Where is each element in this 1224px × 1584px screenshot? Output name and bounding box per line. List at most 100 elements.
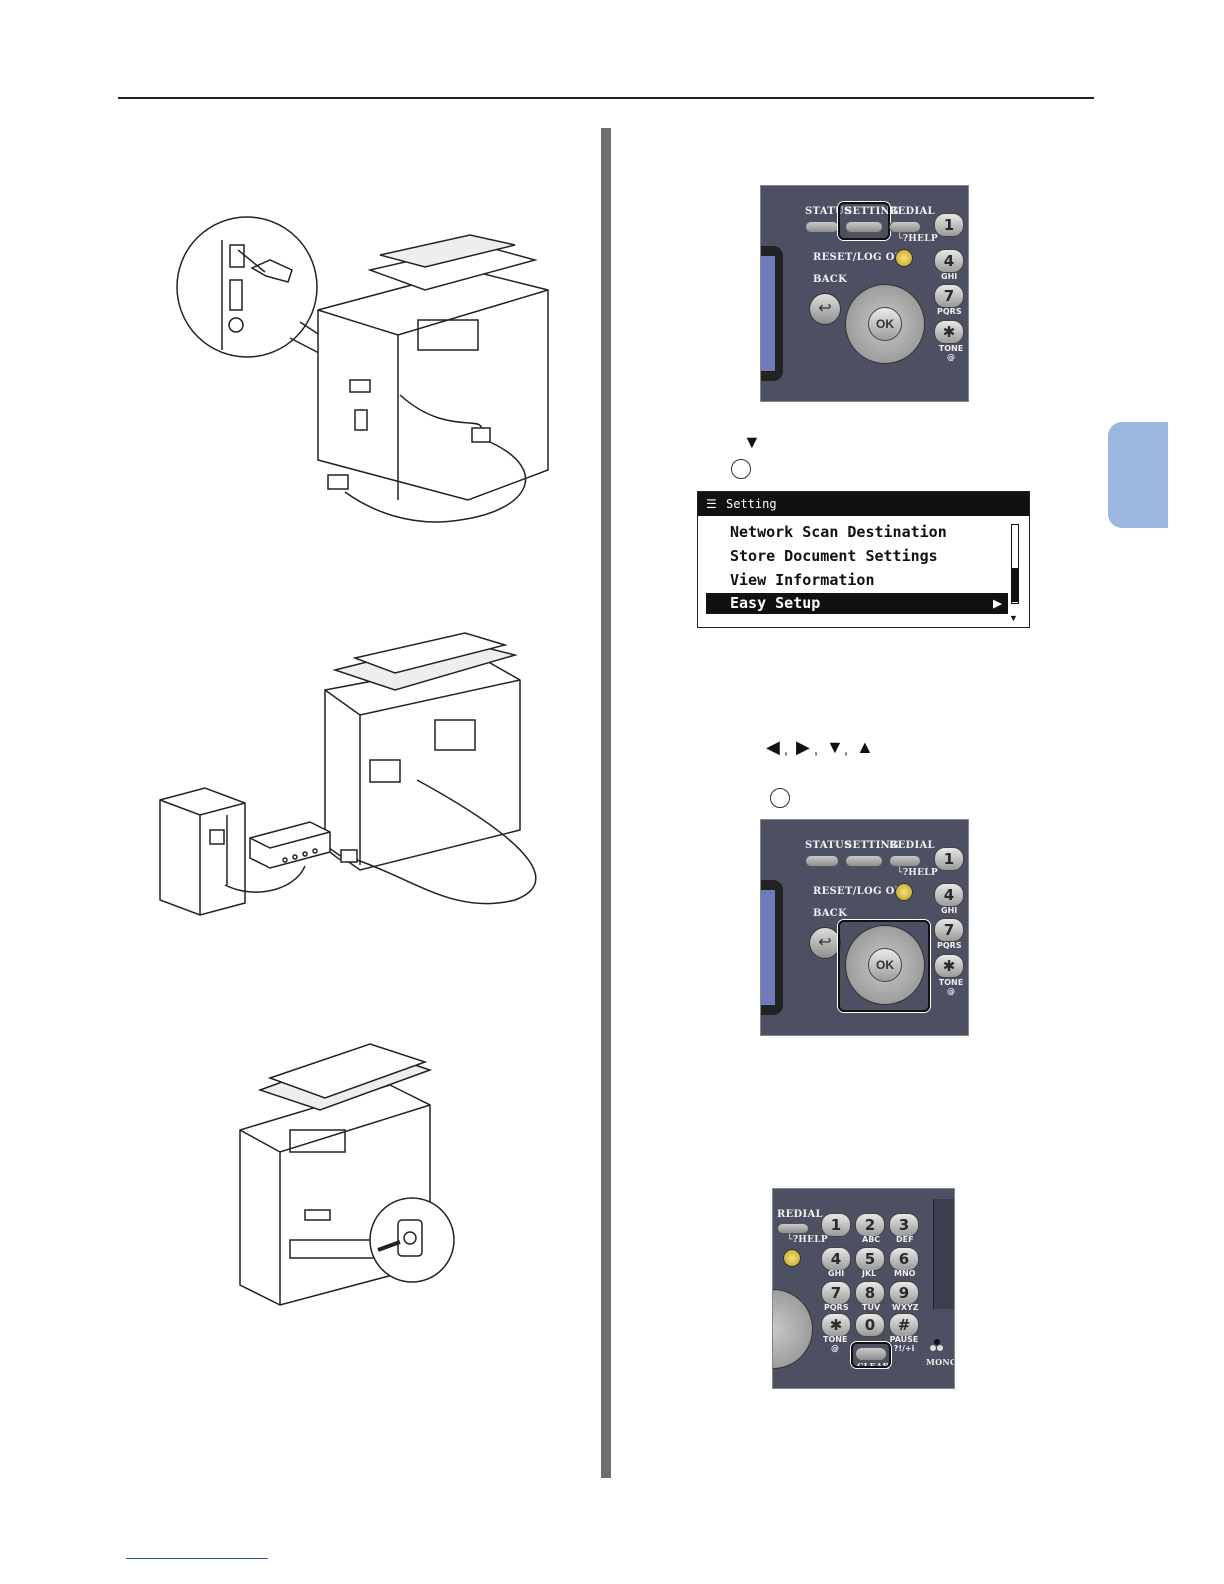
key-9[interactable]: 9 (889, 1281, 919, 1305)
key-4[interactable]: 4 (821, 1247, 851, 1271)
scroll-up-icon: ▲ (1009, 586, 1018, 596)
submenu-arrow-icon: ▶ (992, 594, 1002, 612)
back-button[interactable]: ↩ (809, 927, 841, 959)
key-7-letters: PQRS (937, 941, 962, 950)
reset-logout-button[interactable] (895, 249, 913, 267)
down-arrow-icon: ▼ (743, 432, 761, 452)
key-7[interactable]: 7 (821, 1281, 851, 1305)
key-star[interactable]: ✱ (934, 320, 964, 344)
control-panel-setting: STATUS SETTING REDIAL └?HELP RESET/LOG O… (760, 185, 969, 402)
menu-item-easy-setup[interactable]: Easy Setup ▶ (706, 593, 1008, 614)
key-4[interactable]: 4 (934, 883, 964, 907)
key-8[interactable]: 8 (855, 1281, 885, 1305)
illustration-power-switch (239, 1043, 455, 1306)
right-arrow-icon: ▶ (796, 737, 810, 757)
separator-3: , (844, 741, 848, 757)
redial-button[interactable] (777, 1223, 809, 1234)
key-4-letters: GHI (941, 272, 958, 281)
illustration-network-hub-connection (159, 632, 537, 916)
control-panel-navigation: STATUS SETTING REDIAL └?HELP RESET/LOG O… (760, 819, 969, 1036)
header-rule (118, 97, 1094, 99)
key-6[interactable]: 6 (889, 1247, 919, 1271)
key-star[interactable]: ✱ (934, 954, 964, 978)
left-arrow-icon: ◀ (766, 737, 780, 757)
status-button[interactable] (805, 855, 839, 867)
redial-label: REDIAL (889, 840, 935, 851)
key-hash-letters: PAUSE ?!/+i (889, 1335, 919, 1353)
reset-logout-button[interactable] (895, 883, 913, 901)
clear-highlight (851, 1342, 891, 1368)
key-4-letters: GHI (828, 1269, 845, 1278)
key-7[interactable]: 7 (934, 918, 964, 942)
ok-button[interactable]: OK (868, 307, 902, 341)
key-1[interactable]: 1 (821, 1213, 851, 1237)
help-label: └?HELP (897, 234, 938, 244)
key-1[interactable]: 1 (934, 847, 964, 871)
status-label: STATUS (805, 840, 852, 851)
chapter-tab[interactable] (1108, 422, 1168, 528)
column-divider (601, 128, 611, 1478)
navigation-pad-partial[interactable] (773, 1289, 813, 1369)
panel-right-edge (933, 1199, 954, 1309)
menu-item-view-information[interactable]: View Information (730, 571, 875, 589)
separator-1: , (784, 741, 788, 757)
key-8-letters: TUV (862, 1303, 881, 1312)
footer-link-underline[interactable] (126, 1558, 268, 1559)
scrollbar-track[interactable] (1011, 524, 1019, 604)
setting-button[interactable] (845, 221, 883, 233)
back-label: BACK (813, 274, 848, 285)
status-button[interactable] (805, 221, 839, 233)
menu-icon: ☰ (706, 497, 717, 511)
reset-logout-button[interactable] (783, 1249, 801, 1267)
menu-item-network-scan-destination[interactable]: Network Scan Destination (730, 523, 947, 541)
key-star-letters: TONE @ (938, 978, 964, 996)
lcd-setting-menu: ☰ Setting Network Scan Destination Store… (697, 491, 1030, 628)
back-label: BACK (813, 908, 848, 919)
separator-2: , (814, 741, 818, 757)
key-5-letters: JKL (862, 1269, 877, 1278)
redial-button[interactable] (889, 221, 921, 233)
setting-button[interactable] (845, 855, 883, 867)
key-3-letters: DEF (896, 1235, 914, 1244)
key-4-letters: GHI (941, 906, 958, 915)
ok-button-icon (770, 788, 790, 808)
key-2-letters: ABC (862, 1235, 881, 1244)
key-7[interactable]: 7 (934, 284, 964, 308)
key-hash[interactable]: # (889, 1313, 919, 1337)
key-9-letters: WXYZ (892, 1303, 919, 1312)
reset-logout-label: RESET/LOG OUT (813, 252, 912, 263)
help-label: └?HELP (787, 1235, 828, 1245)
ok-button[interactable]: OK (868, 948, 902, 982)
key-1[interactable]: 1 (934, 213, 964, 237)
key-5[interactable]: 5 (855, 1247, 885, 1271)
lcd-title: Setting (726, 497, 777, 511)
key-7-letters: PQRS (937, 307, 962, 316)
up-arrow-icon: ▲ (856, 737, 874, 757)
back-button[interactable]: ↩ (809, 293, 841, 325)
color-mode-icon (930, 1339, 944, 1353)
key-4[interactable]: 4 (934, 249, 964, 273)
key-6-letters: MNO (894, 1269, 916, 1278)
redial-button[interactable] (889, 855, 921, 867)
lcd-edge-screen (761, 256, 775, 371)
key-star-letters: TONE @ (938, 344, 964, 362)
menu-item-store-document-settings[interactable]: Store Document Settings (730, 547, 938, 565)
mono-label: MONO (926, 1357, 955, 1367)
setting-label: SETTING (845, 840, 899, 851)
clear-button[interactable] (855, 1347, 887, 1361)
lcd-title-bar: ☰ Setting (698, 492, 1029, 516)
scroll-down-icon: ▼ (1009, 613, 1018, 623)
key-7-letters: PQRS (824, 1303, 849, 1312)
down-arrow-icon: ▼ (826, 737, 844, 757)
control-panel-keypad: REDIAL └?HELP 1 2 ABC 3 DEF 4 GHI 5 JKL … (772, 1188, 955, 1389)
scrollbar-thumb[interactable] (1012, 568, 1018, 602)
key-3[interactable]: 3 (889, 1213, 919, 1237)
key-star[interactable]: ✱ (821, 1313, 851, 1337)
reset-logout-label: RESET/LOG OUT (813, 886, 912, 897)
redial-label: REDIAL (889, 206, 935, 217)
key-2[interactable]: 2 (855, 1213, 885, 1237)
key-star-letters: TONE @ (823, 1335, 848, 1353)
navigation-pad-highlight (838, 920, 930, 1012)
key-0[interactable]: 0 (855, 1313, 885, 1337)
setting-label: SETTING (845, 206, 899, 217)
